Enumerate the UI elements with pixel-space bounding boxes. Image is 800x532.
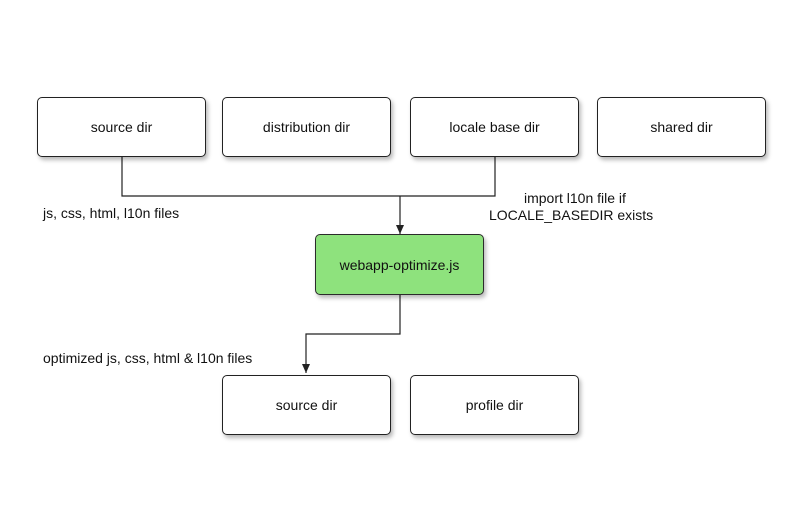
edge-label-import-line2: LOCALE_BASEDIR exists [489, 207, 654, 223]
node-label: locale base dir [449, 119, 540, 135]
node-label: distribution dir [262, 119, 351, 135]
edge-optimizer-to-output [302, 295, 401, 373]
node-label: source dir [275, 397, 338, 413]
node-label: source dir [90, 119, 153, 135]
node-source-dir-top: source dir [37, 97, 206, 157]
node-locale-base-dir: locale base dir [410, 97, 579, 157]
node-source-dir-bottom: source dir [222, 375, 391, 435]
node-profile-dir: profile dir [410, 375, 579, 435]
edge-label-inputs: js, css, html, l10n files [43, 205, 180, 221]
node-label: webapp-optimize.js [339, 256, 460, 273]
node-label: profile dir [465, 397, 524, 413]
node-distribution-dir: distribution dir [222, 97, 391, 157]
node-label: shared dir [650, 119, 713, 135]
edge-label-import-line1: import l10n file if [524, 190, 626, 206]
edge-sources-to-optimizer [121, 157, 496, 197]
node-webapp-optimize: webapp-optimize.js [315, 234, 484, 295]
node-shared-dir: shared dir [597, 97, 766, 157]
edge-label-outputs: optimized js, css, html & l10n files [43, 350, 253, 366]
